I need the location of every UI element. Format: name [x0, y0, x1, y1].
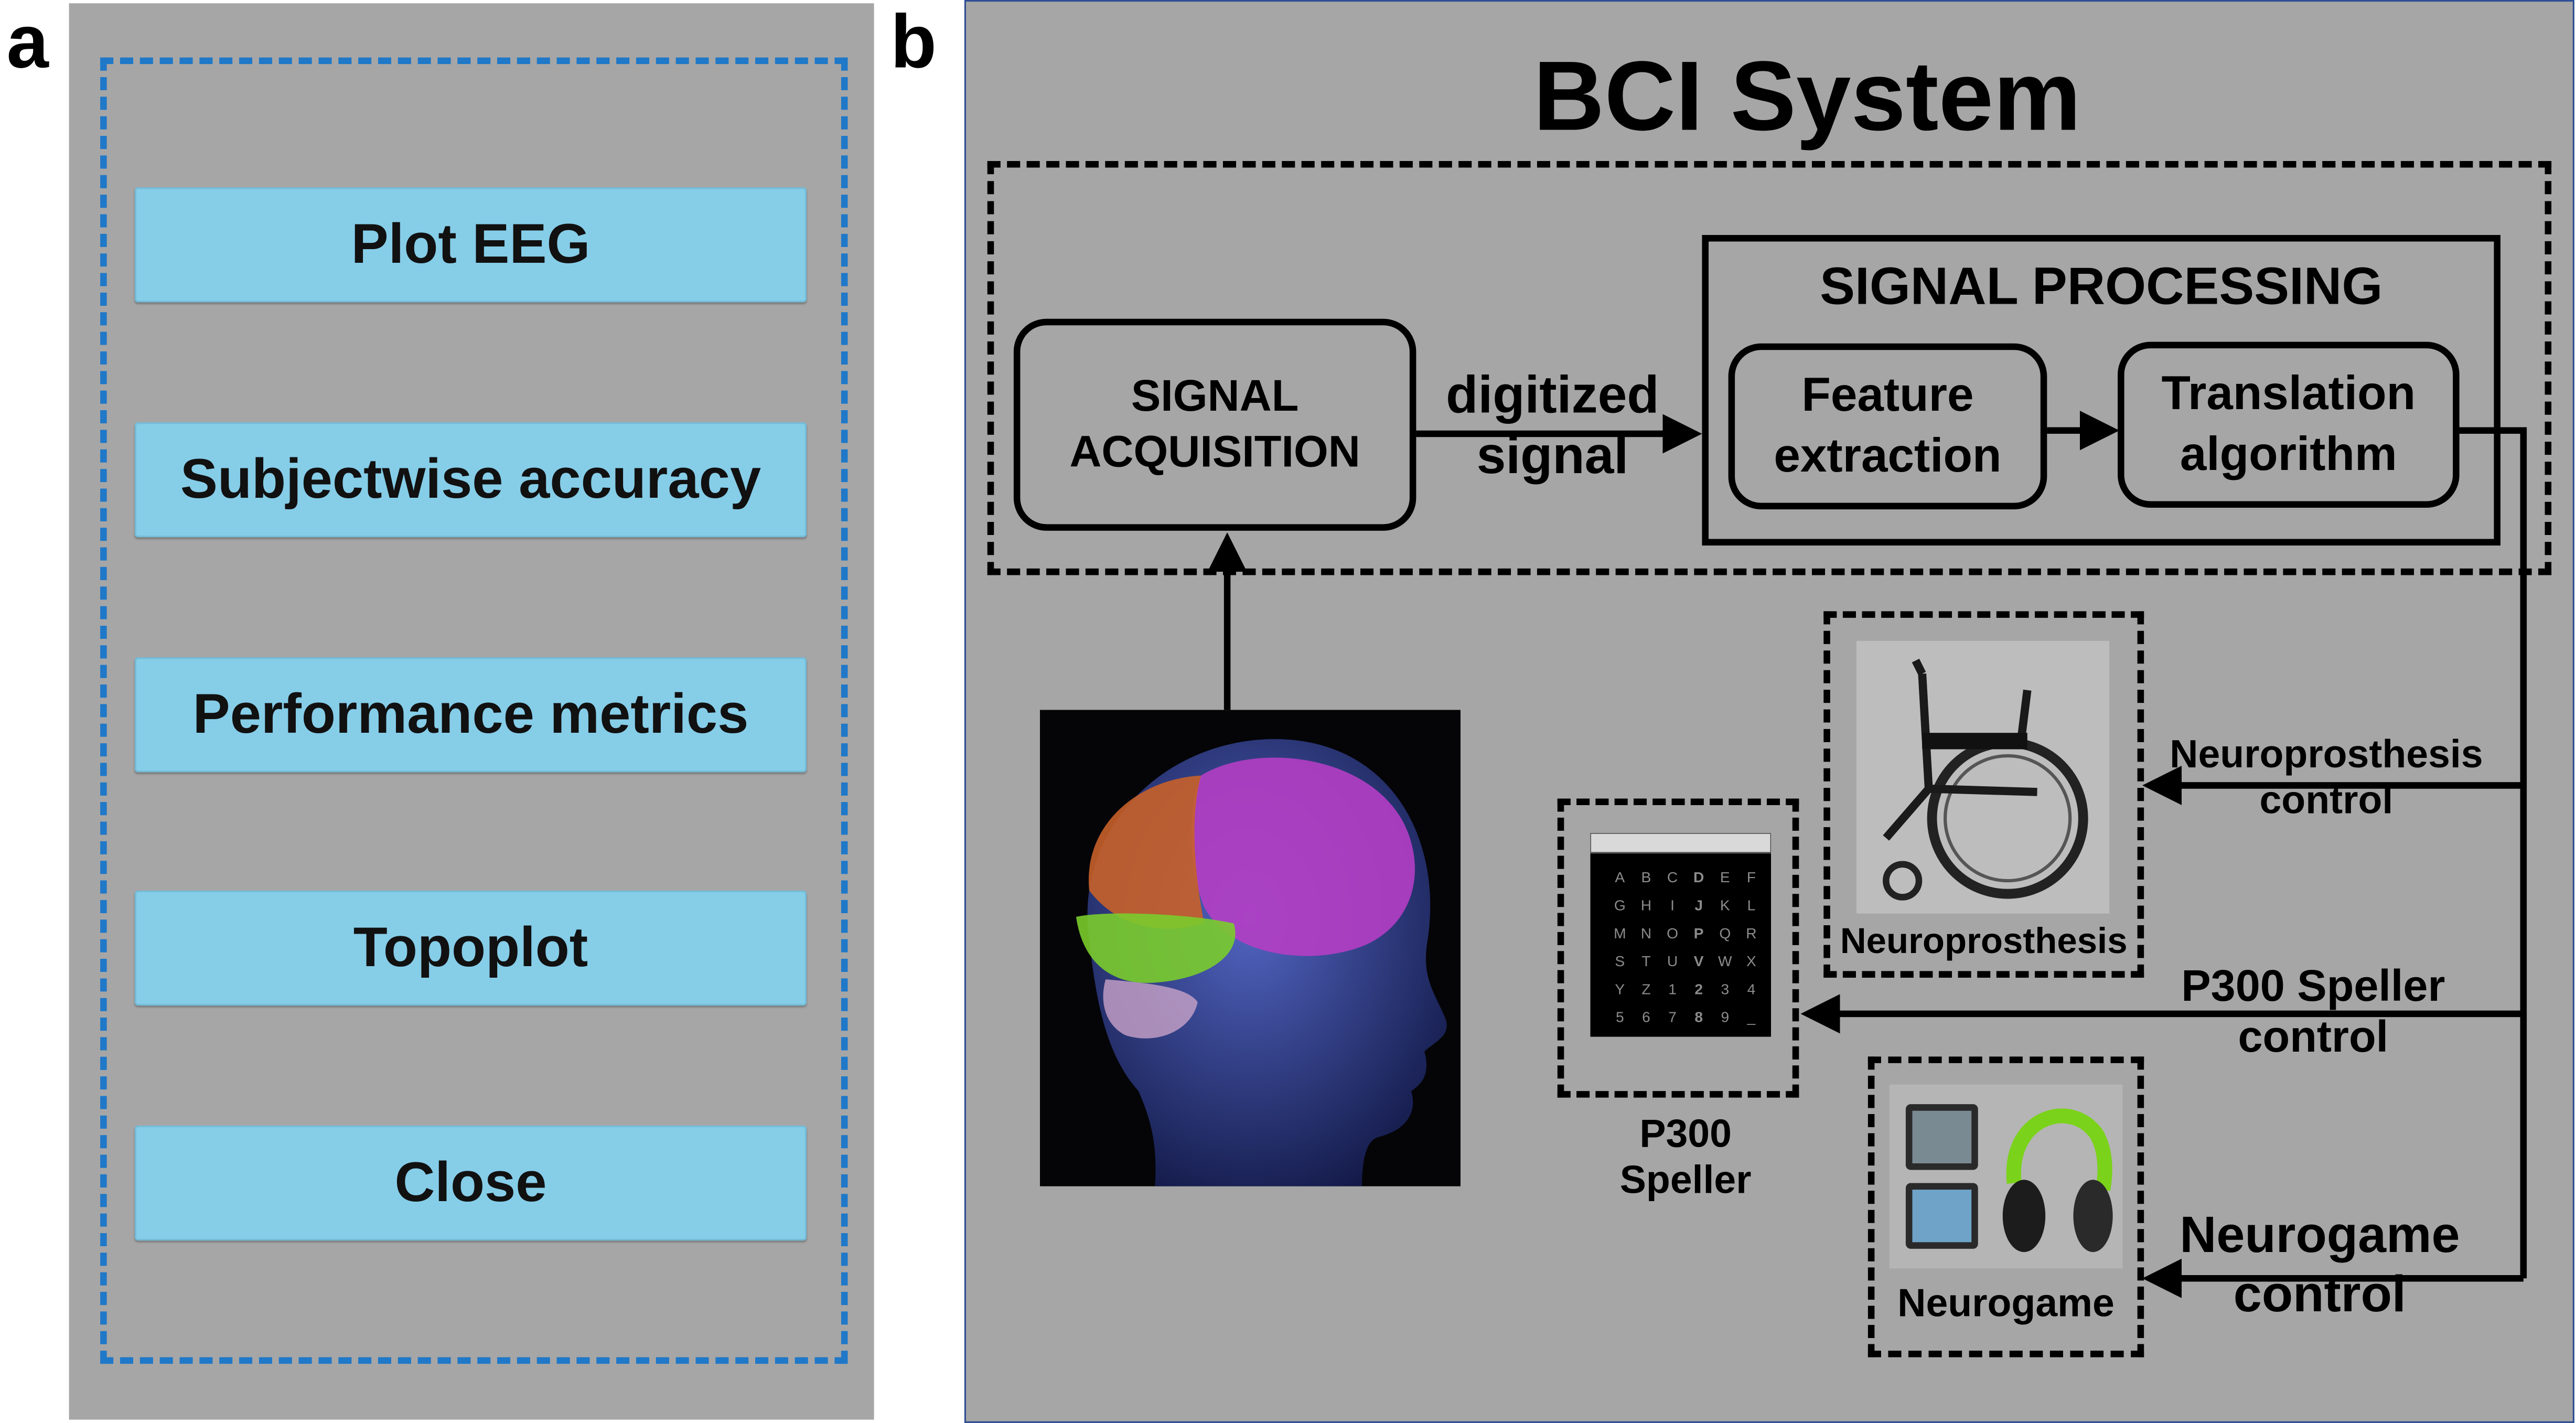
- neurogame-name: Neurogame: [1897, 1281, 2115, 1326]
- speller-cell: 2: [1694, 980, 1703, 997]
- speller-cell: U: [1667, 953, 1678, 969]
- neuroprosthesis-control-line1: Neuroprosthesis: [2170, 733, 2483, 777]
- feature-extraction-box: Feature extraction: [1728, 343, 2047, 510]
- speller-cell: W: [1718, 953, 1732, 969]
- speller-cell: C: [1667, 869, 1678, 885]
- feature-line2: extraction: [1774, 430, 2002, 483]
- neuroprosthesis-control-line2: control: [2259, 778, 2393, 823]
- translation-line1: Translation: [2161, 368, 2416, 421]
- speller-cell: Z: [1641, 980, 1650, 997]
- wheelchair-image: [1856, 640, 2110, 914]
- speller-cell: M: [1614, 925, 1626, 941]
- subjectwise-accuracy-button[interactable]: Subjectwise accuracy: [134, 422, 807, 538]
- speller-cell: D: [1693, 869, 1704, 885]
- digitized-line1: digitized: [1446, 365, 1659, 424]
- speller-cell: S: [1615, 953, 1625, 969]
- panel-a-dashed-frame: [100, 57, 848, 1364]
- speller-cell: B: [1641, 869, 1651, 885]
- performance-metrics-button[interactable]: Performance metrics: [134, 657, 807, 773]
- speller-control-line2: control: [2238, 1012, 2389, 1062]
- speller-cell: L: [1747, 897, 1756, 914]
- speller-cell: K: [1720, 897, 1730, 914]
- digitized-line2: signal: [1476, 425, 1629, 485]
- speller-name-line1: P300: [1639, 1112, 1732, 1157]
- speller-cell: T: [1641, 953, 1650, 969]
- speller-cell: I: [1670, 897, 1675, 914]
- neurogame-control-line1: Neurogame: [2180, 1206, 2460, 1264]
- speller-cell: N: [1641, 925, 1651, 941]
- neuroprosthesis-name: Neuroprosthesis: [1840, 920, 2128, 961]
- speller-name-line2: Speller: [1619, 1158, 1752, 1202]
- speller-cell: 1: [1668, 980, 1677, 997]
- neuroprosthesis-dashed-frame: [1823, 611, 2144, 978]
- speller-cell: 3: [1721, 980, 1729, 997]
- speller-cell: 4: [1747, 980, 1756, 997]
- speller-cell: F: [1747, 869, 1756, 885]
- speller-cell: 8: [1694, 1009, 1703, 1025]
- speller-dashed-frame: [1557, 798, 1799, 1098]
- translation-line2: algorithm: [2180, 428, 2397, 481]
- speller-cell: R: [1746, 925, 1756, 941]
- neurogame-control-line2: control: [2233, 1265, 2406, 1322]
- output-bus-line: [2459, 427, 2527, 1279]
- speller-cell: Q: [1719, 925, 1731, 941]
- speller-cell: P: [1694, 925, 1704, 941]
- brain-head-image: [1039, 710, 1461, 1186]
- speller-cell: 9: [1721, 1009, 1729, 1025]
- neuroprosthesis-control-label: Neuroprosthesis control: [2162, 733, 2491, 823]
- diagram-title: BCI System: [1533, 41, 2081, 152]
- speller-cell: E: [1720, 869, 1730, 885]
- translation-algorithm-box: Translation algorithm: [2118, 341, 2460, 508]
- neurogame-headset-image: [1889, 1084, 2123, 1269]
- plot-eeg-button[interactable]: Plot EEG: [134, 187, 807, 303]
- bci-core-dashed-frame: [987, 161, 2552, 575]
- speller-cell: _: [1747, 1009, 1756, 1025]
- speller-cell: X: [1746, 953, 1756, 969]
- feature-line1: Feature: [1801, 370, 1974, 423]
- speller-cell: O: [1667, 925, 1678, 941]
- close-button[interactable]: Close: [134, 1125, 807, 1241]
- speller-control-line1: P300 Speller: [2181, 961, 2445, 1011]
- speller-cell: J: [1694, 897, 1703, 914]
- acquisition-line2: ACQUISITION: [1069, 426, 1360, 476]
- neurogame-control-label: Neurogame control: [2162, 1206, 2477, 1323]
- speller-cell: V: [1694, 953, 1704, 969]
- speller-cell: Y: [1615, 980, 1625, 997]
- speller-cell: 5: [1616, 1009, 1624, 1025]
- panel-a-label: a: [6, 0, 49, 84]
- speller-cell: 7: [1668, 1009, 1677, 1025]
- digitized-signal-label: digitized signal: [1423, 365, 1682, 486]
- speller-cell: 6: [1642, 1009, 1650, 1025]
- speller-cell: H: [1641, 897, 1651, 914]
- signal-processing-title: SIGNAL PROCESSING: [1820, 256, 2383, 316]
- panel-b-label: b: [890, 0, 937, 84]
- speller-cell: G: [1614, 897, 1626, 914]
- signal-processing-box: [1702, 234, 2500, 546]
- neurogame-dashed-frame: [1867, 1056, 2144, 1357]
- acquisition-line1: SIGNAL: [1131, 371, 1299, 421]
- topoplot-button[interactable]: Topoplot: [134, 890, 807, 1006]
- speller-cell: A: [1615, 869, 1625, 885]
- speller-name: P300 Speller: [1587, 1112, 1784, 1203]
- speller-control-label: P300 Speller control: [2152, 961, 2474, 1064]
